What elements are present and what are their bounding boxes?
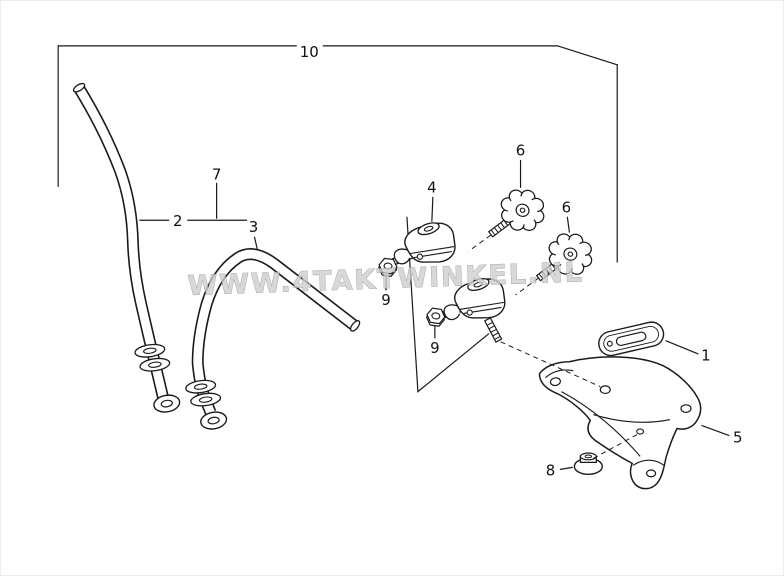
plate-inner-outline [603,325,660,352]
part-labels: 10 7 2 3 4 6 6 9 9 1 5 8 [173,43,743,480]
part-label-2: 2 [173,212,183,230]
axis-clamp-to-bracket [500,341,601,388]
leader-line-6-lower [566,216,570,233]
part-label-4: 4 [427,178,437,196]
leader-lines [139,159,730,470]
tube-left-washer-2 [138,356,172,374]
tube-end-cap [350,320,361,332]
bracket-hole-right [680,404,692,413]
assembly-bracket-lines [57,45,618,263]
leader-line-5 [701,424,730,437]
part-label-6-upper: 6 [516,141,526,159]
bracket-hole-center [599,385,611,395]
bracket-rib [561,391,641,457]
tube-inner [74,84,169,402]
part-label-1: 1 [701,347,711,365]
leader-line-8 [559,466,573,470]
clamp-lower-stud-bottom [484,317,503,343]
mounting-bracket [538,356,702,490]
bracket-outline [538,356,702,490]
leader-line-4 [431,196,434,222]
bracket-left-arc [545,369,574,379]
tube-right-washer-2 [189,390,222,409]
part-label-8: 8 [546,461,556,479]
part-label-9-lower: 9 [430,339,440,357]
bracket-line-chamfer [556,45,618,66]
tube-end-cap [72,82,86,93]
plate-slot [615,331,647,347]
assembly-axis-lines [468,234,638,459]
plate-hole [606,340,613,347]
tube-right-washer-1 [184,378,217,396]
hex-nut-lower [425,306,447,328]
handlebar-tube-left [72,82,170,402]
bolt-hole [584,454,593,459]
bracket-ear-arc [632,459,665,466]
bracket-hole-bottom [646,469,657,478]
leader-line-1 [665,340,699,355]
part-label-7: 7 [212,165,222,183]
bracket-hole-small [636,428,645,435]
bracket-hole-left [549,377,561,387]
handlebar-tube-right [191,248,361,415]
part-label-9-upper: 9 [381,291,391,309]
tube-left-washer-1 [133,342,167,360]
part-label-6-lower: 6 [562,198,572,216]
part-label-5: 5 [733,428,743,446]
tube-inner [193,249,359,415]
axis-knob-upper [468,234,491,252]
part-label-3: 3 [249,218,259,236]
bracket-fold-line [593,414,671,423]
tube-right-end-collar [198,409,229,432]
axis-knob-lower [515,277,539,296]
flange-bolt [573,452,603,476]
slotted-plate [598,321,665,357]
mounting-reference-lines [406,216,490,393]
part-label-10: 10 [300,43,319,61]
